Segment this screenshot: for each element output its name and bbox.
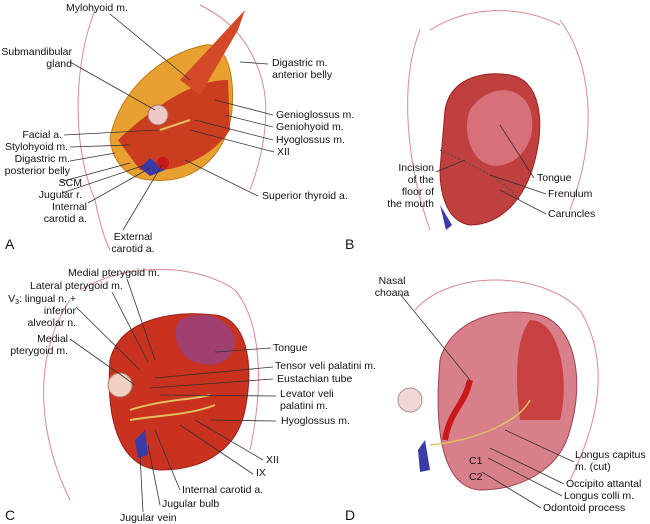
label-stylohyoid: Stylohyoid m. xyxy=(4,141,68,153)
label-internal-carotid-line2: carotid a. xyxy=(43,213,87,225)
label-xii: XII xyxy=(277,146,290,158)
label-lateral-pterygoid: Lateral pterygoid m. xyxy=(30,280,123,292)
label-digastric-posterior-line1: Digastric m. xyxy=(14,153,70,165)
label-submandibular-line1: Submandibular xyxy=(1,46,72,58)
label-external-carotid-line2: carotid a. xyxy=(111,243,155,255)
label-tensor-veli: Tensor veli palatini m. xyxy=(275,360,376,372)
label-odontoid: Odontoid process xyxy=(543,502,626,514)
label-nasal-choana-line2: choana xyxy=(374,287,410,299)
label-superior-thyroid: Superior thyroid a. xyxy=(262,190,348,202)
label-longus-colli: Longus colli m. xyxy=(564,490,635,502)
label-jugular-vein: Jugular vein xyxy=(120,512,177,524)
panel-label-a: A xyxy=(5,236,15,252)
label-digastric-posterior-line2: posterior belly xyxy=(4,165,70,177)
label-medial-pterygoid-line2: pterygoid m. xyxy=(10,345,68,357)
label-longus-capitus-line1: Longus capitus xyxy=(575,449,646,461)
label-genioglossus: Genioglossus m. xyxy=(276,109,355,121)
label-nasal-choana-line1: Nasal xyxy=(378,275,406,287)
label-mylohyoid: Mylohyoid m. xyxy=(66,2,128,14)
label-internal-carotid-line1: Internal xyxy=(51,201,87,213)
label-digastric-anterior-line1: Digastric m. xyxy=(272,57,328,69)
label-frenulum: Frenulum xyxy=(548,188,593,200)
label-medial-pterygoid-line1: Medial xyxy=(37,333,68,345)
label-geniohyoid: Geniohyoid m. xyxy=(276,121,344,133)
leader-lines xyxy=(59,13,575,513)
label-occipito-attantal: Occipito attantal xyxy=(566,478,642,490)
label-jugular-bulb: Jugular bulb xyxy=(162,498,220,510)
label-c2: C2 xyxy=(469,471,483,483)
label-v3-subscript: 3 xyxy=(15,299,20,306)
label-scm: SCM xyxy=(58,177,82,189)
label-incision-line1: Incision xyxy=(398,162,434,174)
label-incision-line3: floor of xyxy=(401,186,434,198)
label-xii-c: XII xyxy=(266,454,279,466)
label-hyoglossus-c: Hyoglossus m. xyxy=(281,415,350,427)
label-caruncles: Caruncles xyxy=(548,208,596,220)
panel-b-illustration xyxy=(407,10,589,231)
label-eustachian: Eustachian tube xyxy=(277,373,353,385)
label-hyoglossus: Hyoglossus m. xyxy=(276,134,345,146)
label-levator-veli-line1: Levator veli xyxy=(280,388,334,400)
label-c1: C1 xyxy=(469,455,483,467)
panel-a-illustration xyxy=(77,4,267,251)
label-facial-a: Facial a. xyxy=(22,129,62,141)
panel-label-b: B xyxy=(345,236,355,252)
label-medial-pterygoid-top: Medial pterygoid m. xyxy=(68,267,160,279)
label-v3-prefix: V xyxy=(8,293,16,305)
label-v3-rest: : lingual n. + xyxy=(19,293,76,305)
label-internal-carotid-c: Internal carotid a. xyxy=(182,484,264,496)
label-tongue-b: Tongue xyxy=(537,172,572,184)
label-external-carotid-line1: External xyxy=(113,231,153,243)
panel-label-d: D xyxy=(345,507,356,523)
panel-label-c: C xyxy=(5,507,16,523)
label-jugular-r: Jugular r. xyxy=(38,189,82,201)
label-v3-inferior: inferior xyxy=(43,305,76,317)
label-digastric-anterior: Digastric m.anterior belly xyxy=(272,57,332,81)
label-v3-alveolar: alveolar n. xyxy=(27,317,76,329)
label-ix: IX xyxy=(256,467,266,479)
label-tongue-c: Tongue xyxy=(273,342,308,354)
label-levator-veli-line2: palatini m. xyxy=(280,400,328,412)
label-incision-line4: the mouth xyxy=(387,198,434,210)
label-incision-line2: of the xyxy=(407,174,434,186)
label-digastric-posterior: Digastric m.posterior belly xyxy=(0,153,70,177)
label-v3-line1: V3: lingual n. + xyxy=(0,293,76,306)
label-digastric-anterior-line2: anterior belly xyxy=(272,69,333,81)
label-submandibular-line2: gland xyxy=(46,58,72,70)
panel-d-illustration xyxy=(397,279,599,491)
label-longus-capitus-line2: m. (cut) xyxy=(575,461,611,473)
